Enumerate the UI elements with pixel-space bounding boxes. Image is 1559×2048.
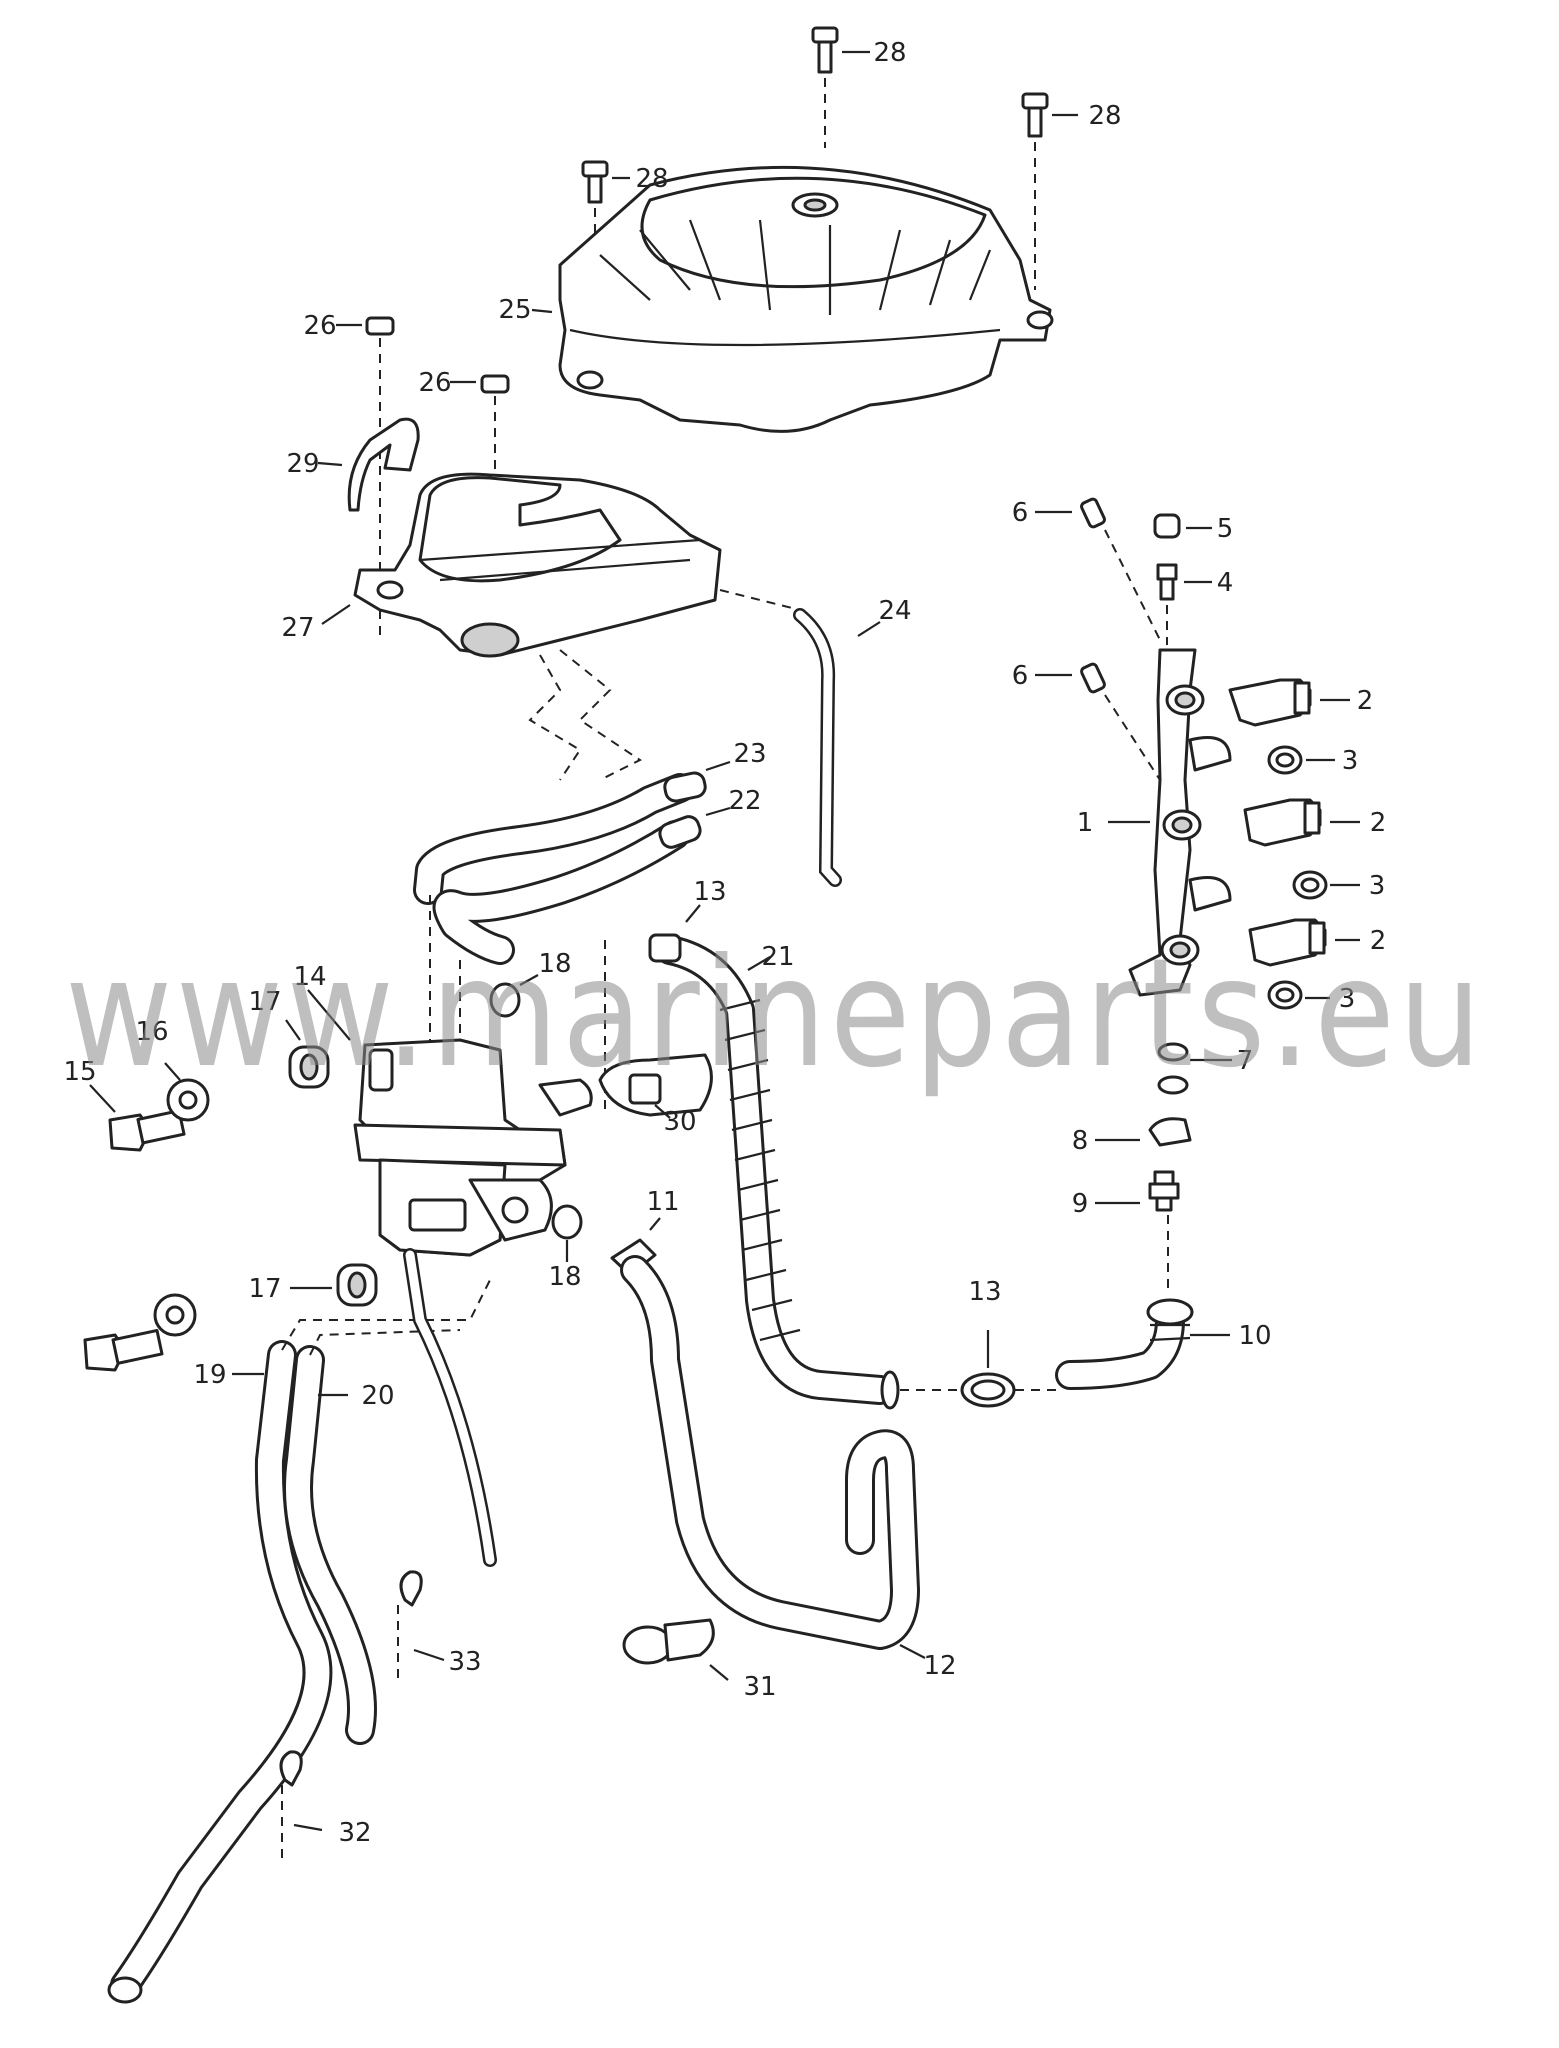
callout-13b: 13: [968, 1277, 1001, 1307]
callout-28b: 28: [1088, 101, 1121, 131]
callout-25: 25: [498, 295, 531, 325]
callout-14: 14: [293, 962, 326, 992]
fitting-18-upper[interactable]: [489, 974, 539, 1018]
callout-16: 16: [135, 1017, 168, 1047]
callout-26a: 26: [303, 311, 336, 341]
hose-21[interactable]: [655, 935, 900, 1410]
hose-12[interactable]: [620, 1255, 926, 1659]
injector-2-a[interactable]: [1228, 678, 1350, 727]
callout-5: 5: [1217, 514, 1234, 544]
clip-33[interactable]: [397, 1570, 445, 1680]
flywheel-cover-25[interactable]: [531, 165, 1054, 433]
callout-1: 1: [1077, 808, 1094, 838]
hose-22[interactable]: [432, 806, 731, 965]
callout-31: 31: [743, 1672, 776, 1702]
callout-3c: 3: [1339, 984, 1356, 1014]
clamp-13-lower[interactable]: [900, 1330, 1060, 1408]
callout-21: 21: [761, 942, 794, 972]
callout-6b: 6: [1012, 661, 1029, 691]
washer-16-upper[interactable]: [164, 1062, 210, 1122]
callout-18a: 18: [538, 949, 571, 979]
callout-9: 9: [1072, 1189, 1089, 1219]
vapor-separator-14[interactable]: [307, 989, 593, 1257]
clamp-31[interactable]: [622, 1618, 729, 1681]
grommet-17-lower[interactable]: [290, 1263, 378, 1307]
clip-32[interactable]: [279, 1750, 323, 1860]
injector-2-b[interactable]: [1243, 798, 1360, 847]
callout-4: 4: [1217, 568, 1234, 598]
elbow-10[interactable]: [1055, 1298, 1230, 1390]
bolt-28-top[interactable]: [811, 26, 870, 148]
hose-20[interactable]: [283, 1345, 377, 1745]
screw-6-upper[interactable]: [1035, 497, 1161, 641]
callout-27: 27: [281, 613, 314, 643]
watermark: www.marineparts.eu: [65, 927, 1485, 1101]
fuel-rail-1[interactable]: [1108, 648, 1232, 997]
bracket-8[interactable]: [1095, 1117, 1192, 1147]
callout-33: 33: [448, 1647, 481, 1677]
callout-23: 23: [733, 739, 766, 769]
callout-17a: 17: [248, 987, 281, 1017]
callout-10: 10: [1238, 1321, 1271, 1351]
connector-30[interactable]: [598, 1053, 713, 1119]
fitting-9[interactable]: [1095, 1170, 1180, 1290]
o-ring-3-b[interactable]: [1292, 870, 1360, 900]
callout-32: 32: [338, 1818, 371, 1848]
callout-26b: 26: [418, 368, 451, 398]
callout-12: 12: [923, 1651, 956, 1681]
valve-4[interactable]: [1156, 563, 1212, 645]
callout-2c: 2: [1370, 926, 1387, 956]
callout-18b: 18: [548, 1262, 581, 1292]
callout-13a: 13: [693, 877, 726, 907]
bolt-15-upper[interactable]: [89, 1084, 186, 1152]
injector-2-c[interactable]: [1248, 918, 1360, 967]
nut-26-left[interactable]: [336, 316, 395, 640]
cap-5[interactable]: [1153, 513, 1212, 539]
clip-29[interactable]: [317, 417, 420, 512]
callout-22: 22: [728, 786, 761, 816]
fitting-18-lower[interactable]: [551, 1204, 583, 1262]
callout-24: 24: [878, 596, 911, 626]
callout-2a: 2: [1357, 686, 1374, 716]
callout-19: 19: [193, 1360, 226, 1390]
callout-11: 11: [646, 1187, 679, 1217]
callout-3a: 3: [1342, 746, 1359, 776]
callout-17b: 17: [248, 1274, 281, 1304]
callout-2b: 2: [1370, 808, 1387, 838]
callout-7: 7: [1237, 1046, 1254, 1076]
callout-15: 15: [63, 1057, 96, 1087]
vent-hose-24[interactable]: [793, 608, 881, 887]
callout-28c: 28: [635, 164, 668, 194]
nut-26-right[interactable]: [450, 374, 510, 640]
callout-8: 8: [1072, 1126, 1089, 1156]
drain-hose: [403, 1248, 497, 1567]
callout-6a: 6: [1012, 498, 1029, 528]
grommet-17-upper[interactable]: [285, 1019, 330, 1089]
screw-6-lower[interactable]: [1035, 662, 1161, 781]
o-ring-3-c[interactable]: [1267, 980, 1330, 1010]
callout-28a: 28: [873, 38, 906, 68]
callout-29: 29: [286, 449, 319, 479]
washer-7[interactable]: [1157, 1042, 1232, 1095]
bolt-15-lower[interactable]: [83, 1328, 164, 1372]
hose-23[interactable]: [413, 760, 731, 905]
bolt-28-left[interactable]: [581, 160, 630, 250]
clamp-13-upper[interactable]: [604, 904, 701, 1110]
hose-19[interactable]: [107, 1340, 333, 2004]
intake-silencer-27[interactable]: [321, 472, 801, 781]
callout-20: 20: [361, 1381, 394, 1411]
bolt-28-right[interactable]: [1021, 92, 1078, 290]
washer-16-lower[interactable]: [153, 1293, 197, 1337]
o-ring-3-a[interactable]: [1267, 745, 1335, 775]
callout-30: 30: [663, 1107, 696, 1137]
callout-3b: 3: [1369, 871, 1386, 901]
